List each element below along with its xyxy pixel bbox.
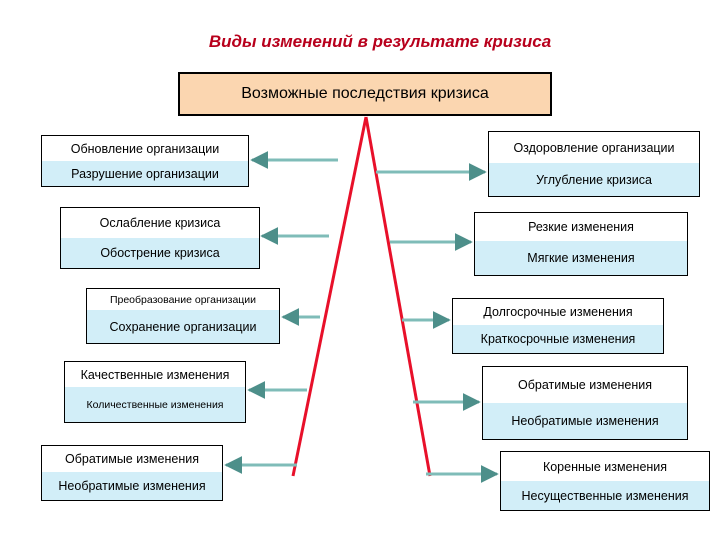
right-pair-1-bottom: Углубление кризиса xyxy=(489,163,699,196)
right-pair-5-top: Коренные изменения xyxy=(501,452,709,482)
left-pair-1-bottom: Разрушение организации xyxy=(42,161,248,186)
right-pair-1-top: Оздоровление организации xyxy=(489,132,699,164)
center-box-label: Возможные последствия кризиса xyxy=(241,85,489,102)
right-pair-4-top: Обратимые изменения xyxy=(483,367,687,404)
left-pair-1: Обновление организации Разрушение органи… xyxy=(41,135,249,187)
left-pair-2: Ослабление кризиса Обострение кризиса xyxy=(60,207,260,269)
right-pair-5-bottom: Несущественные изменения xyxy=(501,481,709,510)
right-pair-3-top: Долгосрочные изменения xyxy=(453,299,663,326)
left-pair-5-top: Обратимые изменения xyxy=(42,446,222,473)
left-pair-5: Обратимые изменения Необратимые изменени… xyxy=(41,445,223,501)
page-title: Виды изменений в результате кризиса xyxy=(208,32,552,51)
right-pair-3-bottom: Краткосрочные изменения xyxy=(453,325,663,353)
right-pair-4-bottom: Необратимые изменения xyxy=(483,403,687,439)
right-pair-3: Долгосрочные изменения Краткосрочные изм… xyxy=(452,298,664,354)
center-box: Возможные последствия кризиса xyxy=(178,72,552,116)
left-pair-5-bottom: Необратимые изменения xyxy=(42,472,222,500)
left-pair-1-top: Обновление организации xyxy=(42,136,248,162)
left-pair-3: Преобразование организации Сохранение ор… xyxy=(86,288,280,344)
left-pair-4-top: Качественные изменения xyxy=(65,362,245,388)
left-pair-4-bottom: Количественные изменения xyxy=(65,387,245,422)
right-pair-2: Резкие изменения Мягкие изменения xyxy=(474,212,688,276)
right-pair-2-top: Резкие изменения xyxy=(475,213,687,242)
left-pair-2-bottom: Обострение кризиса xyxy=(61,238,259,268)
left-pair-2-top: Ослабление кризиса xyxy=(61,208,259,239)
left-pair-3-bottom: Сохранение организации xyxy=(87,310,279,343)
left-pair-3-top: Преобразование организации xyxy=(87,289,279,311)
left-pair-4: Качественные изменения Количественные из… xyxy=(64,361,246,423)
right-pair-4: Обратимые изменения Необратимые изменени… xyxy=(482,366,688,440)
right-pair-2-bottom: Мягкие изменения xyxy=(475,241,687,275)
right-pair-1: Оздоровление организации Углубление криз… xyxy=(488,131,700,197)
right-pair-5: Коренные изменения Несущественные измене… xyxy=(500,451,710,511)
center-left-line xyxy=(291,116,368,477)
center-right-line xyxy=(364,116,432,477)
